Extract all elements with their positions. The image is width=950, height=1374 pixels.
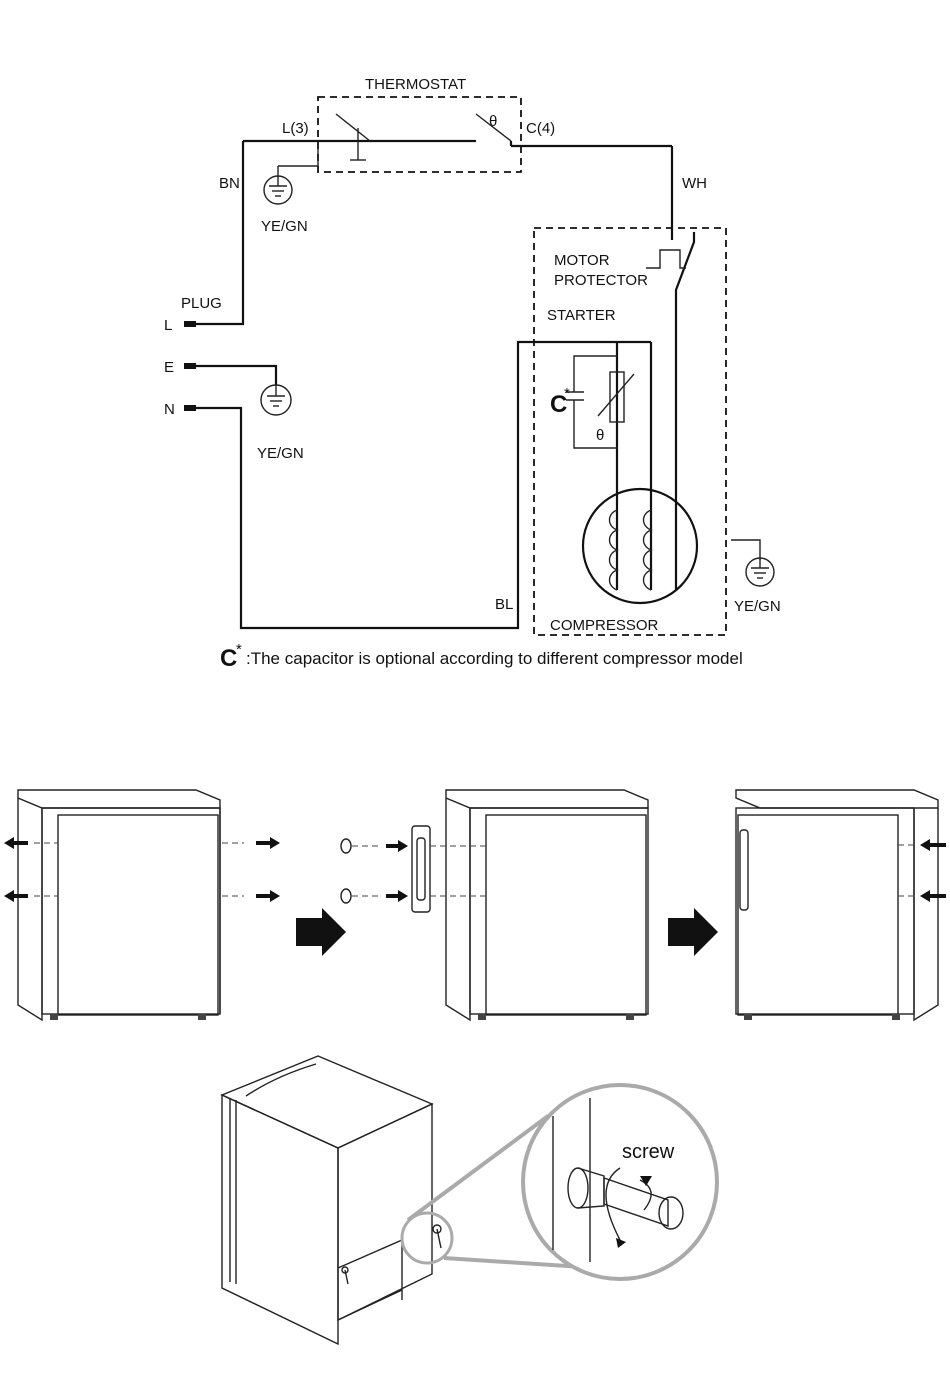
terminal-l3-label: L(3) <box>282 120 309 137</box>
capacitor-note: :The capacitor is optional according to … <box>246 649 743 668</box>
thermostat-label: THERMOSTAT <box>365 76 466 93</box>
wire-bl-label: BL <box>495 596 513 613</box>
wires <box>195 141 760 628</box>
plug-n-label: N <box>164 401 175 418</box>
ground-icon <box>261 385 291 415</box>
fridge-step-1 <box>18 790 220 1020</box>
wire-wh-label: WH <box>682 175 707 192</box>
terminal-c4-label: C(4) <box>526 120 555 137</box>
ptc-theta-label: θ <box>596 427 604 444</box>
ground-icon <box>746 558 774 586</box>
ground-icon <box>264 141 318 204</box>
plug-e-label: E <box>164 359 174 376</box>
callout-magnified-circle <box>523 1085 717 1279</box>
note-c-prefix: C <box>220 645 237 672</box>
wiring-diagram: THERMOSTAT L(3) C(4) θ <box>164 76 781 672</box>
plug-label: PLUG <box>181 295 222 312</box>
plug-pins <box>184 321 196 411</box>
step-1-arrows <box>4 837 280 902</box>
starter-label: STARTER <box>547 307 616 324</box>
compressor-motor <box>583 489 697 603</box>
door-reversal-steps <box>4 790 946 1020</box>
wire-bn-label: BN <box>219 175 240 192</box>
thermostat-box <box>318 97 521 172</box>
motor-protector-label-1: MOTOR <box>554 252 610 269</box>
compressor-label: COMPRESSOR <box>550 617 659 634</box>
motor-protector-label-2: PROTECTOR <box>554 272 648 289</box>
fridge-step-2 <box>412 790 648 1020</box>
fridge-step-3 <box>736 790 938 1020</box>
ground-label-plug: YE/GN <box>257 445 304 462</box>
ground-label-thermostat: YE/GN <box>261 218 308 235</box>
motor-protector-symbol <box>646 250 686 268</box>
note-star: * <box>236 641 242 658</box>
ground-label-compressor: YE/GN <box>734 598 781 615</box>
plug-l-label: L <box>164 317 172 334</box>
step-arrow-icon <box>668 908 718 956</box>
step-arrow-icon <box>296 908 346 956</box>
screw-label: screw <box>622 1141 675 1163</box>
capacitor-star: * <box>564 385 570 402</box>
step-2-arrows <box>341 839 486 903</box>
foot-screw-illustration: screw <box>222 1056 717 1344</box>
step-3-arrows <box>898 839 946 902</box>
compressor-box <box>534 228 726 635</box>
